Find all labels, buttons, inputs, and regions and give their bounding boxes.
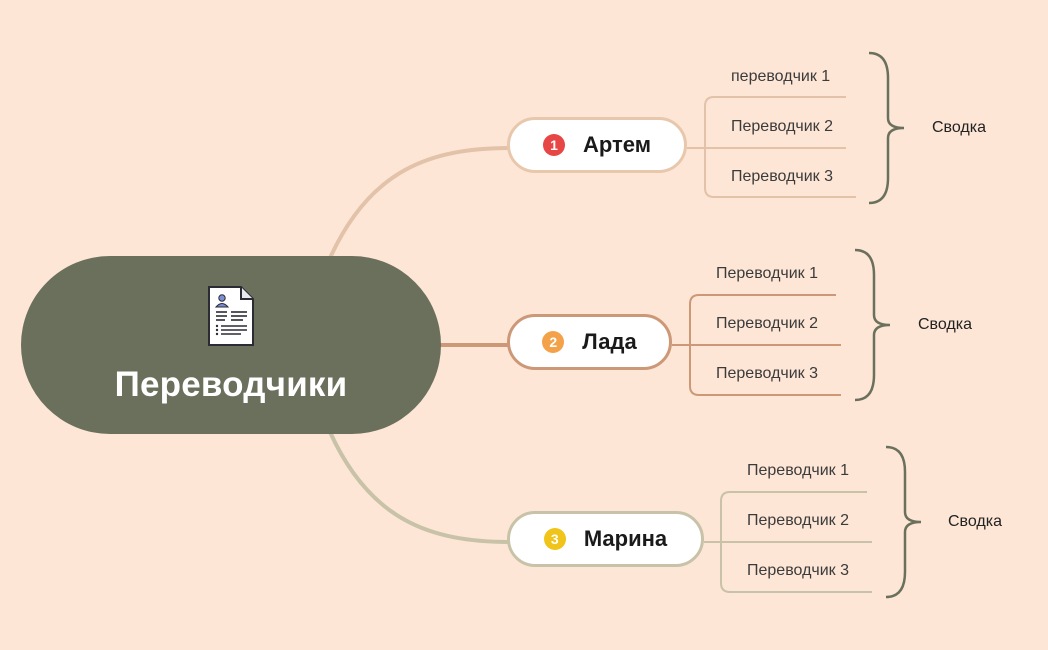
- subtopic-translator-3[interactable]: Переводчик 3: [747, 562, 850, 579]
- topic-artem[interactable]: 1 Артем: [507, 117, 687, 173]
- document-profile-icon: [208, 286, 254, 346]
- topic-marina[interactable]: 3 Марина: [507, 511, 704, 567]
- summary-label[interactable]: Сводка: [948, 513, 1003, 530]
- summary-brace-artem: [868, 51, 905, 205]
- subtopic-translator-1[interactable]: Переводчик 1: [747, 462, 850, 479]
- topic-lada[interactable]: 2 Лада: [507, 314, 672, 370]
- leaf-lines-lada: [672, 294, 841, 396]
- badge-number-3: 3: [543, 528, 566, 550]
- connector-artem: [328, 146, 511, 259]
- subtopic-translator-1[interactable]: Переводчик 1: [716, 265, 819, 282]
- central-topic[interactable]: Переводчики: [21, 256, 441, 434]
- leaf-lines-artem: [687, 96, 856, 198]
- summary-brace-marina: [885, 445, 922, 599]
- central-title: Переводчики: [114, 365, 348, 404]
- badge-number-1: 1: [542, 134, 565, 156]
- topic-label: Лада: [582, 329, 637, 354]
- topic-label: Артем: [582, 132, 652, 157]
- subtopic-translator-2[interactable]: Переводчик 2: [731, 118, 834, 135]
- leaf-lines-marina: [704, 491, 872, 593]
- summary-label[interactable]: Сводка: [932, 119, 987, 136]
- summary-brace-lada: [854, 248, 891, 402]
- subtopic-translator-2[interactable]: Переводчик 2: [716, 315, 819, 332]
- topic-label: Марина: [583, 526, 668, 551]
- connector-marina: [328, 431, 511, 544]
- badge-number-2: 2: [542, 331, 565, 353]
- subtopic-translator-2[interactable]: Переводчик 2: [747, 512, 850, 529]
- subtopic-translator-3[interactable]: Переводчик 3: [716, 365, 819, 382]
- subtopic-translator-3[interactable]: Переводчик 3: [731, 168, 834, 185]
- summary-label[interactable]: Сводка: [918, 316, 973, 333]
- subtopic-translator-1[interactable]: переводчик 1: [731, 68, 831, 85]
